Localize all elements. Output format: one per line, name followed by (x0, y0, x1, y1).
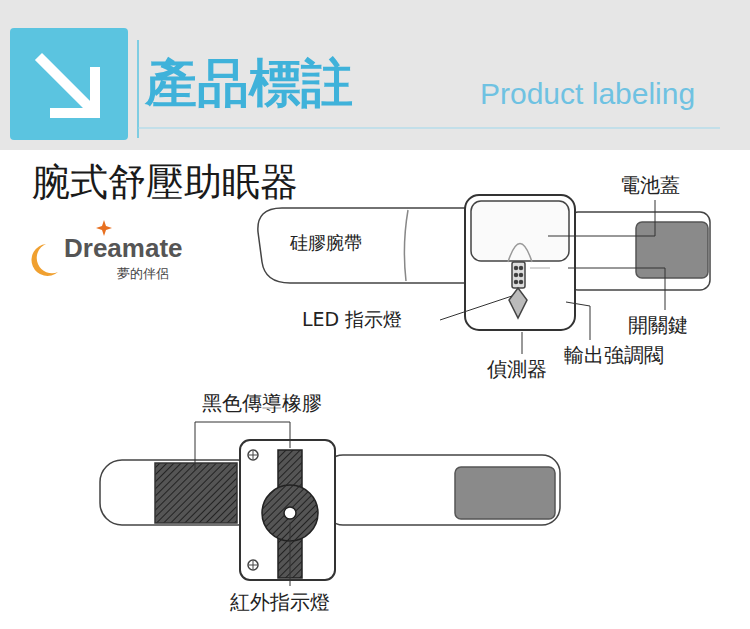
part-label: 開關鍵 (626, 313, 690, 337)
part-label: 電池蓋 (618, 173, 682, 197)
page-title: 產品標註 (143, 52, 355, 114)
product-name: 腕式舒壓助眠器 (30, 160, 300, 206)
part-label: 偵測器 (485, 357, 549, 381)
part-label: LED 指示燈 (300, 308, 404, 331)
device-bottom (100, 440, 560, 580)
header-icon (10, 28, 128, 140)
arrow-icon (42, 60, 95, 113)
device-top (258, 195, 710, 330)
part-label: 紅外指示燈 (228, 590, 332, 614)
leader-lines (195, 422, 290, 586)
brand-logo: Dreamate (62, 233, 185, 264)
subtitle: Product labeling (478, 76, 697, 112)
logo-moon (31, 244, 58, 276)
part-label: 黑色傳導橡膠 (200, 391, 324, 415)
brand-tagline: 夢的伴侶 (115, 266, 171, 282)
header-divider (137, 40, 139, 138)
part-label: 硅膠腕帶 (288, 232, 364, 254)
header-rule (138, 128, 720, 129)
header-band (0, 0, 750, 150)
part-label: 輸出強調閥 (562, 343, 666, 367)
